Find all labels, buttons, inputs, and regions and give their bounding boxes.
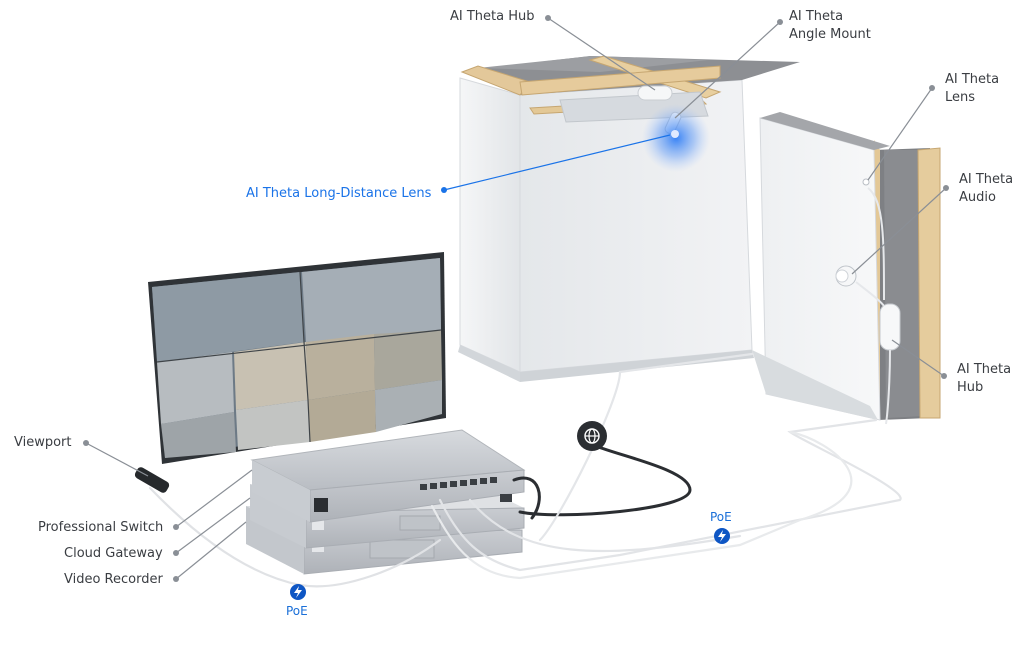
network-rack-stack: [246, 429, 526, 575]
label-lens-line2: Lens: [945, 90, 976, 105]
label-long-distance-lens: AI Theta Long-Distance Lens: [246, 186, 432, 201]
label-ai-theta-hub-right: AI Theta Hub: [957, 361, 1011, 397]
poe-label-left: PoE: [286, 604, 308, 618]
label-angle-mount-line1: AI Theta: [789, 9, 844, 24]
label-hub-right-line2: Hub: [957, 380, 984, 395]
label-angle-mount-line2: Angle Mount: [789, 27, 871, 42]
label-hub-right-line1: AI Theta: [957, 362, 1012, 377]
label-ai-theta-audio: AI Theta Audio: [959, 171, 1013, 207]
label-audio-line2: Audio: [959, 190, 996, 205]
globe-icon: [577, 421, 607, 451]
label-angle-mount: AI Theta Angle Mount: [789, 8, 871, 44]
wall-structure-left: [458, 55, 800, 382]
label-ai-theta-hub-top: AI Theta Hub: [450, 9, 535, 24]
bolt-icon: [714, 528, 730, 544]
leader-dots: [83, 15, 949, 582]
bolt-icon: [290, 584, 306, 600]
label-lens-line1: AI Theta: [945, 72, 1000, 87]
label-video-recorder: Video Recorder: [64, 572, 163, 587]
label-audio-line1: AI Theta: [959, 172, 1014, 187]
label-professional-switch: Professional Switch: [38, 520, 164, 535]
viewport-monitor: [148, 252, 446, 464]
label-cloud-gateway: Cloud Gateway: [64, 546, 163, 561]
leader-lines: [85, 17, 947, 580]
wall-structure-right: [752, 112, 941, 425]
label-viewport: Viewport: [14, 435, 72, 450]
poe-label-right: PoE: [710, 510, 732, 524]
label-ai-theta-lens: AI Theta Lens: [945, 71, 999, 107]
